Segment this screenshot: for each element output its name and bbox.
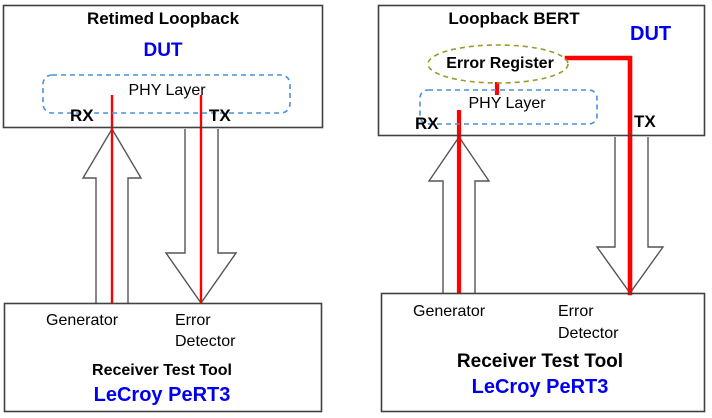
right-dut-box	[377, 4, 706, 137]
left-panel	[2, 4, 324, 413]
right-phy-layer-box	[419, 89, 598, 125]
right-error-detector-label-line2: Detector	[558, 325, 619, 342]
left-error-detector-label-line2: Detector	[175, 333, 236, 350]
right-error-register-to-tx-path	[564, 55, 633, 296]
left-tool-box	[3, 302, 323, 413]
left-error-detector-label-line1: Error	[175, 312, 211, 329]
left-port-tx-label: TX	[209, 106, 231, 125]
right-phy-layer-label: PHY Layer	[468, 95, 546, 112]
left-tool-product: LeCroy PeRT3	[93, 384, 231, 406]
left-dut-label: DUT	[143, 40, 183, 61]
right-dut-label: DUT	[630, 23, 672, 45]
right-tool-name: Receiver Test Tool	[456, 351, 624, 372]
right-error-register-ellipse	[427, 44, 569, 84]
right-port-rx-label: RX	[415, 114, 439, 133]
left-dut-title: Retimed Loopback	[86, 9, 240, 28]
right-dut-title: Loopback BERT	[448, 9, 580, 28]
right-port-tx-label: TX	[634, 112, 656, 131]
right-tool-box	[380, 292, 706, 413]
left-generator-label: Generator	[46, 312, 119, 329]
right-error-detector-label-line1: Error	[558, 303, 594, 320]
right-panel	[377, 4, 706, 413]
right-error-register-label: Error Register	[446, 55, 554, 72]
left-port-rx-label: RX	[70, 106, 94, 125]
right-tool-product: LeCroy PeRT3	[471, 376, 609, 398]
left-tool-name: Receiver Test Tool	[92, 362, 232, 379]
left-phy-layer-box	[42, 74, 291, 114]
right-generator-label: Generator	[413, 303, 486, 320]
left-phy-layer-label: PHY Layer	[128, 82, 206, 99]
left-dut-box	[2, 4, 324, 129]
